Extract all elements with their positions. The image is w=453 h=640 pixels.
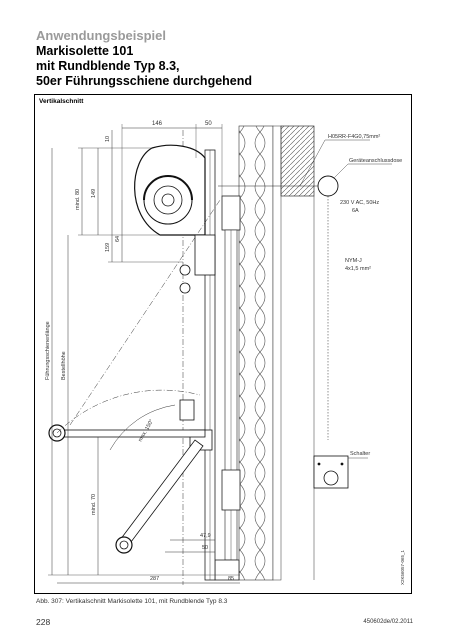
drawing-frame [34, 94, 412, 594]
section-label: Anwendungsbeispiel [36, 28, 167, 43]
page-number: 228 [36, 617, 51, 627]
product-subtitle-1: mit Rundblende Typ 8.3, [36, 59, 180, 73]
figure-caption: Abb. 307: Vertikalschnitt Markisolette 1… [36, 598, 228, 605]
product-subtitle-2: 50er Führungsschiene durchgehend [36, 74, 253, 88]
document-number: 450602de/02.2011 [363, 619, 413, 625]
product-title: Markisolette 101 [36, 44, 134, 58]
figure-heading: Vertikalschnitt [39, 98, 84, 105]
